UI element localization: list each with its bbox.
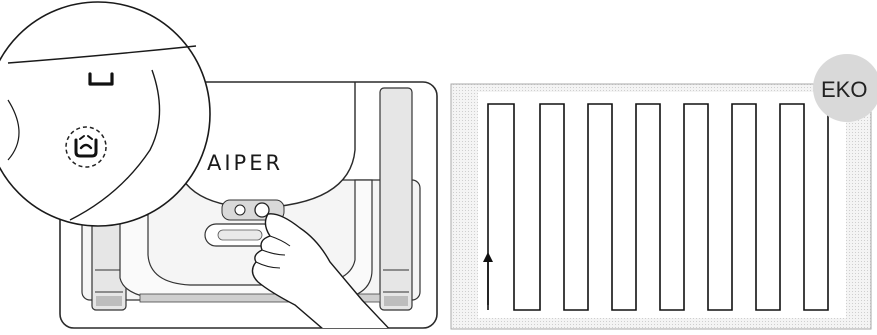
power-button-icon[interactable] [254,202,270,218]
brand-logo-text: AIPER [207,151,283,175]
robot-body [81,82,421,328]
direction-arrow-icon [483,252,493,305]
eco-mode-badge: EKO [813,54,877,122]
serpentine-path [487,103,829,311]
path-panel: EKO [450,54,877,330]
eco-mode-label: EKO [821,77,867,102]
zoom-inset: AIPER [0,1,283,227]
cycle-mode-icon[interactable] [65,126,107,168]
bottom-mode-icon [88,72,114,86]
hand-pointer-icon [251,213,397,328]
right-track [379,87,413,311]
